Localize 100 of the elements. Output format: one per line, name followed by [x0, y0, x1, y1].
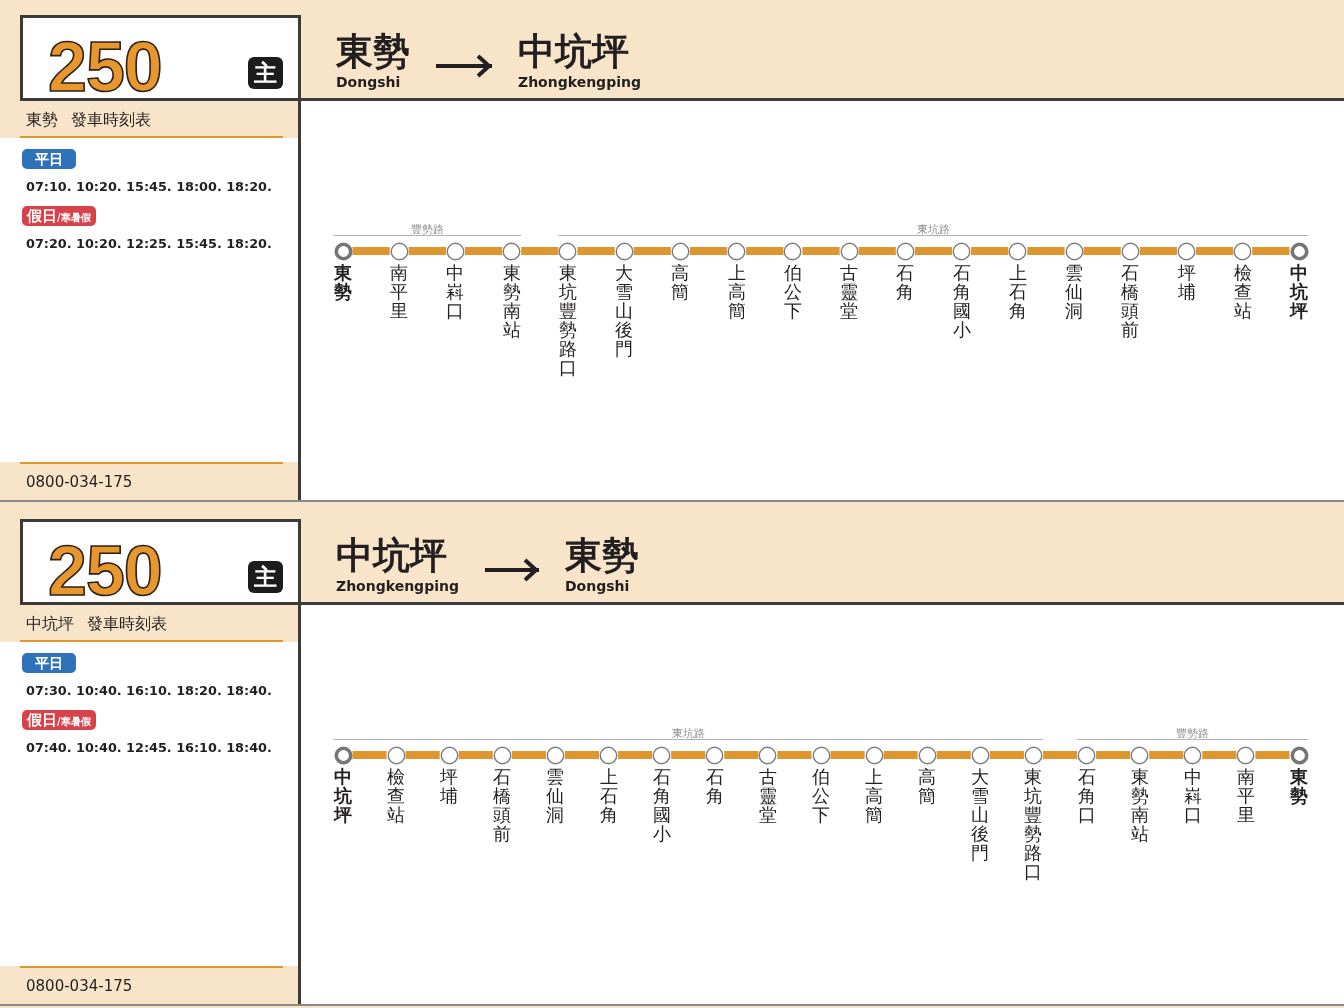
stop-name: 東勢	[1289, 766, 1309, 805]
romanized-name: Dongshi	[336, 74, 401, 90]
stop-name: 坪埔	[1177, 262, 1196, 301]
stop-name: 中嵙口	[445, 262, 465, 320]
route-line	[511, 751, 546, 759]
route-line	[936, 751, 971, 759]
route-line	[633, 247, 671, 255]
route-line	[746, 247, 784, 255]
badge-sub-label: /寒暑假	[57, 212, 91, 223]
place-name: 中坑坪	[518, 32, 629, 72]
stop-name: 大雪山後門	[614, 262, 634, 358]
stop-name: 中坑坪	[1289, 262, 1309, 320]
route-line	[1202, 751, 1237, 759]
stop-name: 東勢南站	[1130, 766, 1150, 843]
route-number-panel	[20, 519, 301, 605]
route-line	[724, 751, 759, 759]
stop-name: 大雪山後門	[970, 766, 990, 862]
weekday-badge: 平日	[22, 149, 76, 169]
stop-name: 南平里	[1236, 766, 1256, 824]
place-name: 東勢	[336, 32, 410, 72]
route-line	[408, 247, 446, 255]
road-name: 豐勢路	[1176, 726, 1210, 739]
badge-label: 假日	[27, 207, 57, 225]
route-line	[1149, 751, 1184, 759]
arrow	[436, 54, 492, 78]
place-name: 東勢	[565, 536, 639, 576]
route-line	[777, 751, 812, 759]
weekday-badge: 平日	[22, 653, 76, 673]
stop-name: 雲仙洞	[545, 766, 565, 824]
phone-number: 0800-034-175	[26, 976, 133, 996]
stop-name: 伯公下	[811, 766, 831, 824]
badge-label: 假日	[27, 711, 57, 729]
stop-name: 石角	[895, 262, 915, 301]
timetable-heading: 東勢 發車時刻表	[26, 110, 152, 130]
stop-name: 東坑豐勢路口	[558, 262, 578, 377]
stop-name: 東勢南站	[502, 262, 522, 339]
holiday-badge	[22, 206, 96, 226]
phone-number: 0800-034-175	[26, 472, 133, 492]
stop-name: 中坑坪	[333, 766, 353, 824]
route-line	[458, 751, 493, 759]
route-number: 250	[48, 27, 162, 107]
route-line	[1027, 247, 1065, 255]
route-line	[1042, 751, 1078, 759]
departure-times: 07:40. 10:40. 12:45. 16:10. 18:40.	[26, 740, 272, 756]
stop-name: 石橋頭前	[492, 766, 512, 843]
stop-name: 石角口	[1077, 766, 1097, 824]
arrow	[484, 558, 539, 582]
romanized-name: Dongshi	[565, 578, 630, 594]
road-name: 東坑路	[916, 222, 950, 235]
stop-name: 古靈堂	[839, 262, 859, 320]
route-line	[971, 247, 1009, 255]
route-line	[830, 751, 865, 759]
romanized-name: Zhongkengping	[336, 578, 459, 594]
stop-name: 中嵙口	[1183, 766, 1203, 824]
stop-name: 坪埔	[439, 766, 459, 805]
stop-name: 上高簡	[864, 766, 884, 824]
route-line	[521, 247, 559, 255]
route-type-badge: 主	[248, 561, 283, 593]
stop-name: 伯公下	[783, 262, 803, 320]
route-line	[564, 751, 600, 759]
departure-times: 07:10. 10:20. 15:45. 18:00. 18:20.	[26, 179, 272, 195]
route-line	[858, 247, 896, 255]
route-line	[989, 751, 1024, 759]
departure-times: 07:20. 10:20. 12:25. 15:45. 18:20.	[26, 236, 272, 252]
holiday-badge	[22, 710, 96, 730]
stop-name: 上石角	[1008, 262, 1028, 320]
route-line	[689, 247, 728, 255]
route-line	[1083, 247, 1121, 255]
stop-name: 石角	[705, 766, 725, 805]
stop-name: 石角國小	[652, 766, 672, 843]
stop-name: 檢查站	[1233, 262, 1253, 320]
stop-name: 上高簡	[727, 262, 747, 320]
stop-name: 高簡	[670, 262, 690, 301]
stop-name: 石角國小	[952, 262, 972, 339]
route-type-badge: 主	[248, 57, 283, 89]
route-number-panel	[20, 15, 301, 101]
departure-times: 07:30. 10:40. 16:10. 18:20. 18:40.	[26, 683, 272, 699]
route-line	[802, 247, 840, 255]
route-line	[1139, 247, 1177, 255]
road-name: 東坑路	[671, 726, 705, 739]
stop-name: 上石角	[599, 766, 619, 824]
stop-name: 高簡	[917, 766, 937, 805]
route-number: 250	[48, 531, 162, 611]
stop-name: 東坑豐勢路口	[1023, 766, 1043, 881]
route-line	[671, 751, 706, 759]
place-name: 中坑坪	[336, 536, 447, 576]
stop-name: 石橋頭前	[1120, 262, 1140, 339]
route-line	[1096, 751, 1131, 759]
stop-name: 雲仙洞	[1064, 262, 1084, 320]
route-line	[464, 247, 503, 255]
stop-name: 古靈堂	[758, 766, 778, 824]
road-name: 豐勢路	[410, 222, 444, 235]
route-line	[883, 751, 918, 759]
romanized-name: Zhongkengping	[518, 74, 641, 90]
route-line	[577, 247, 615, 255]
stop-name: 檢查站	[386, 766, 406, 824]
route-line	[618, 751, 653, 759]
route-line	[405, 751, 440, 759]
route-line	[1196, 247, 1234, 255]
stop-name: 南平里	[389, 262, 409, 320]
